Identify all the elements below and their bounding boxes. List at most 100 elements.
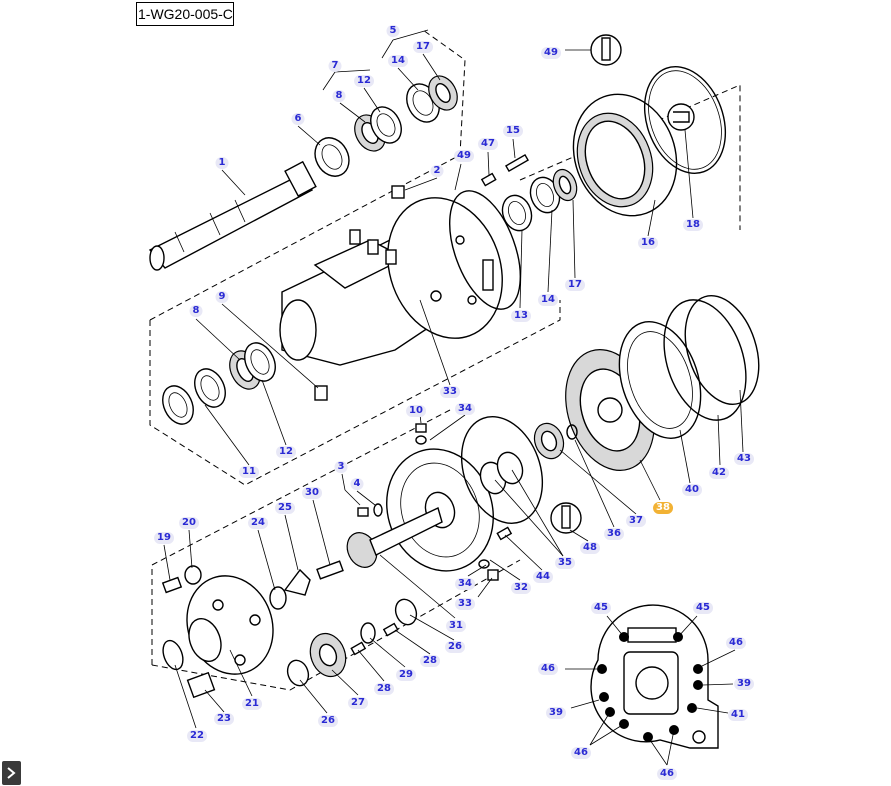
part-callout-46d[interactable]: 46 [657, 768, 677, 780]
part-callout-14b[interactable]: 14 [538, 294, 558, 306]
part-callout-45a[interactable]: 45 [591, 602, 611, 614]
part-callout-4[interactable]: 4 [350, 478, 364, 490]
sleeve-part-23 [186, 671, 216, 699]
part-callout-39b[interactable]: 39 [546, 707, 566, 719]
piston-part-40 [618, 321, 702, 439]
part-callout-20[interactable]: 20 [179, 517, 199, 529]
part-callout-41[interactable]: 41 [728, 709, 748, 721]
ring-gear-part-16 [572, 93, 678, 217]
snap-ring-part-18 [643, 66, 727, 174]
part-callout-18[interactable]: 18 [683, 219, 703, 231]
bearing-part-17-upper [428, 75, 458, 111]
seal-ring-part-42-43 [663, 295, 760, 421]
part-callout-36[interactable]: 36 [604, 528, 624, 540]
part-callout-9[interactable]: 9 [215, 291, 229, 303]
bearing-part-17-lower [552, 168, 578, 202]
part-callout-5[interactable]: 5 [386, 25, 400, 37]
shaft-part-1 [148, 160, 317, 271]
seal-part-11 [162, 368, 226, 425]
part-callout-15[interactable]: 15 [503, 125, 523, 137]
part-callout-34a[interactable]: 34 [455, 403, 475, 415]
part-callout-24[interactable]: 24 [248, 517, 268, 529]
part-callout-26b[interactable]: 26 [318, 715, 338, 727]
part-callout-8b[interactable]: 8 [189, 305, 203, 317]
part-callout-30[interactable]: 30 [302, 487, 322, 499]
part-callout-37[interactable]: 37 [626, 515, 646, 527]
part-callout-8a[interactable]: 8 [332, 90, 346, 102]
part-callout-34b[interactable]: 34 [455, 578, 475, 590]
seal-ring-part-6 [314, 137, 350, 177]
part-callout-46a[interactable]: 46 [538, 663, 558, 675]
part-callout-17b[interactable]: 17 [565, 279, 585, 291]
part-callout-19[interactable]: 19 [154, 532, 174, 544]
part-callout-26a[interactable]: 26 [445, 641, 465, 653]
part-callout-16[interactable]: 16 [638, 237, 658, 249]
part-callout-17a[interactable]: 17 [413, 41, 433, 53]
part-callout-25[interactable]: 25 [275, 502, 295, 514]
bolts-part-30-3-4 [316, 423, 499, 581]
part-callout-38[interactable]: 38 [653, 502, 673, 514]
seal-part-13 [501, 194, 533, 232]
sun-gear-part-31 [346, 507, 443, 568]
part-callout-33a[interactable]: 33 [440, 386, 460, 398]
part-callout-35[interactable]: 35 [555, 557, 575, 569]
part-callout-46b[interactable]: 46 [726, 637, 746, 649]
axle-housing-part-2 [279, 185, 521, 366]
part-callout-23[interactable]: 23 [214, 713, 234, 725]
part-callout-49a[interactable]: 49 [541, 47, 561, 59]
expand-panel-button[interactable] [2, 761, 21, 785]
bearing-cup-part-12-upper [370, 106, 402, 144]
bearing-cup-part-12-lower [244, 342, 276, 382]
part-callout-6[interactable]: 6 [291, 113, 305, 125]
planet-gear-part-27 [309, 632, 347, 678]
part-callout-40[interactable]: 40 [682, 484, 702, 496]
leader-lines [163, 29, 744, 729]
part-callout-28a[interactable]: 28 [420, 655, 440, 667]
part-callout-45b[interactable]: 45 [693, 602, 713, 614]
part-callout-44[interactable]: 44 [533, 571, 553, 583]
part-callout-22[interactable]: 22 [187, 730, 207, 742]
snap-ring-part-22 [162, 639, 184, 671]
gear-part-36-37 [533, 422, 578, 460]
assembly-outline-upper [149, 29, 741, 486]
plate-part-25 [283, 568, 311, 596]
part-callout-3[interactable]: 3 [334, 461, 348, 473]
washers-part-26-28-29 [286, 598, 418, 687]
part-callout-7[interactable]: 7 [328, 60, 342, 72]
part-callout-12a[interactable]: 12 [354, 75, 374, 87]
part-callout-12b[interactable]: 12 [276, 446, 296, 458]
clip-detail-part-18 [667, 103, 695, 131]
bolt-pattern-inset [565, 604, 736, 766]
part-callout-10[interactable]: 10 [406, 405, 426, 417]
part-callout-49b[interactable]: 49 [454, 150, 474, 162]
part-callout-39a[interactable]: 39 [734, 678, 754, 690]
part-callout-14a[interactable]: 14 [388, 55, 408, 67]
part-callout-33b[interactable]: 33 [455, 598, 475, 610]
part-callout-32[interactable]: 32 [511, 582, 531, 594]
ring-part-35-44 [460, 416, 544, 541]
part-callout-46c[interactable]: 46 [571, 747, 591, 759]
bolt-detail-part-49 [565, 34, 622, 66]
part-callout-1[interactable]: 1 [215, 157, 229, 169]
part-callout-2[interactable]: 2 [430, 165, 444, 177]
part-callout-48[interactable]: 48 [580, 542, 600, 554]
washer-part-24 [269, 586, 287, 610]
diagram-code-label: 1-WG20-005-C [136, 2, 234, 26]
part-callout-31[interactable]: 31 [446, 620, 466, 632]
part-callout-43[interactable]: 43 [734, 453, 754, 465]
part-callout-29[interactable]: 29 [396, 669, 416, 681]
part-callout-47[interactable]: 47 [478, 138, 498, 150]
bolt-detail-part-48 [550, 502, 582, 534]
wheel-hub-part-21 [186, 575, 274, 675]
plug-part-9 [314, 385, 328, 401]
part-callout-42[interactable]: 42 [709, 467, 729, 479]
part-callout-28b[interactable]: 28 [374, 683, 394, 695]
part-callout-21[interactable]: 21 [242, 698, 262, 710]
chevron-right-icon [7, 767, 16, 779]
part-callout-13[interactable]: 13 [511, 310, 531, 322]
bolt-part-19-20 [161, 565, 202, 594]
part-callout-11[interactable]: 11 [239, 466, 259, 478]
part-callout-27[interactable]: 27 [348, 697, 368, 709]
pins-part-47-15 [480, 153, 529, 187]
